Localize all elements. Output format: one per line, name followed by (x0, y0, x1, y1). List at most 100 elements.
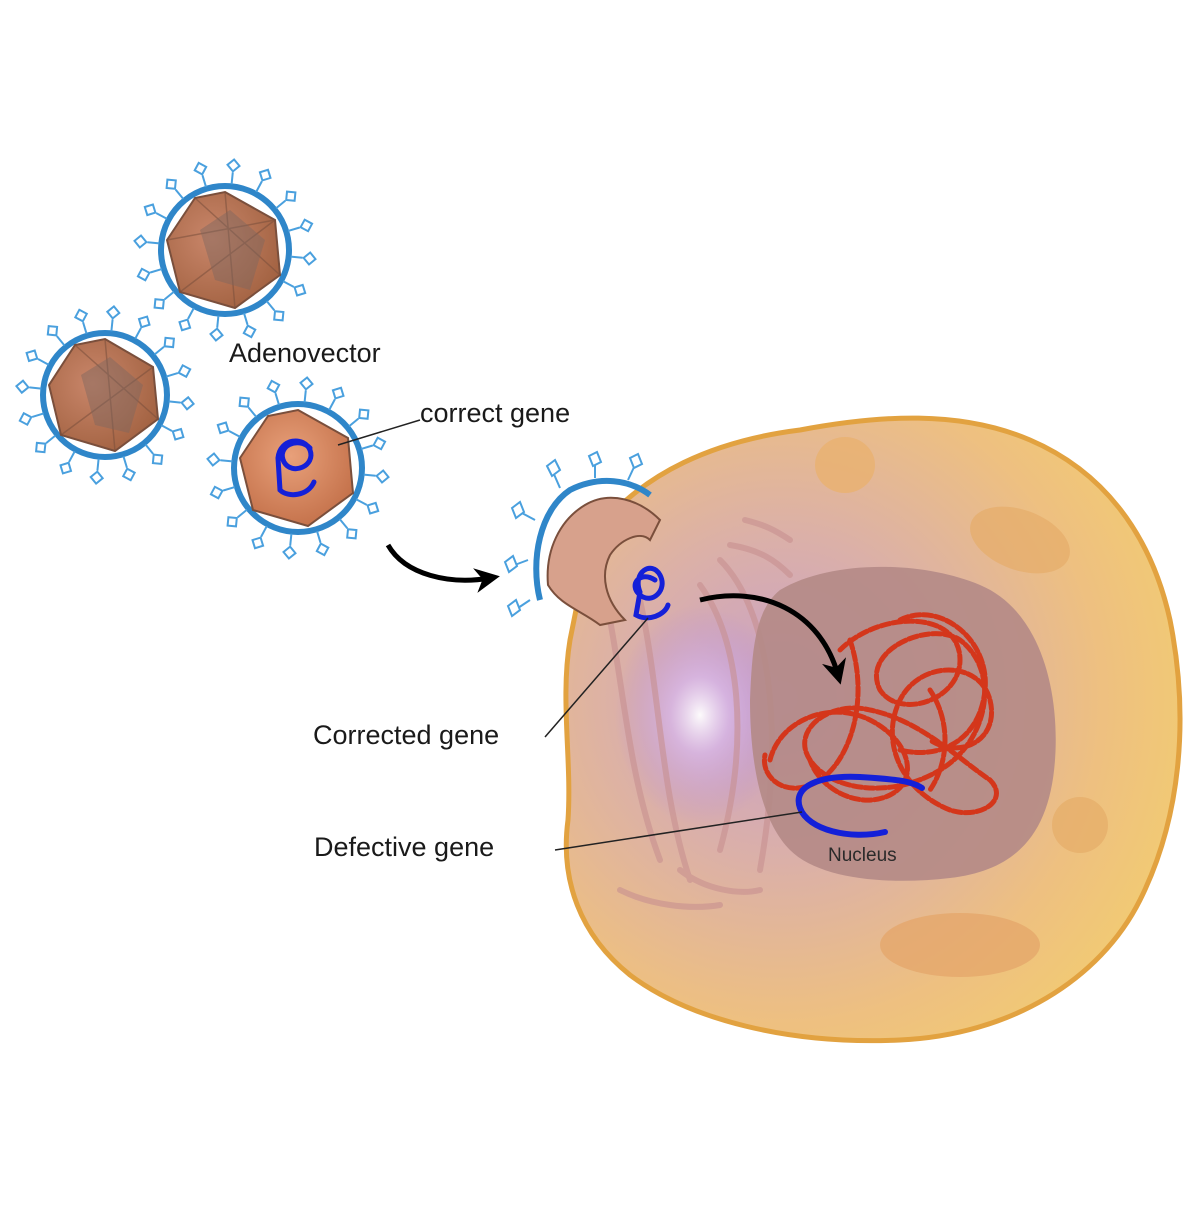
spike-stalk (355, 498, 368, 506)
spike-head (358, 408, 370, 420)
host-cell (563, 415, 1183, 1044)
spike-head (375, 469, 390, 484)
spike-head (105, 304, 121, 320)
spike-head (331, 386, 345, 400)
spike-head (180, 395, 196, 411)
spike-stalk (236, 509, 248, 519)
virus-spikes (133, 158, 317, 342)
spike-stalk (29, 386, 42, 390)
spike-head (299, 218, 314, 233)
label-adenovector: Adenovector (229, 338, 381, 368)
spike-head (193, 161, 208, 176)
spike-stalk (216, 315, 220, 328)
spike-head (143, 203, 157, 217)
leader-corrected-gene (544, 617, 649, 738)
spike-head (258, 168, 272, 182)
spike-stalk (282, 280, 295, 288)
spike-stalk (220, 459, 233, 463)
spike-head (178, 318, 192, 332)
spike-head (46, 325, 59, 337)
spike-stalk (230, 172, 234, 185)
spike-head (282, 545, 297, 560)
spike-stalk (147, 241, 160, 245)
virus-spikes (206, 376, 390, 560)
spike-head (177, 363, 192, 379)
spike-stalk (201, 175, 207, 188)
organelle (815, 437, 875, 493)
spike-head (165, 178, 177, 190)
cytoplasm-glow (615, 605, 785, 825)
spike-stalk (275, 199, 287, 209)
spike-head (366, 501, 380, 515)
spike-stalk (266, 300, 276, 312)
correct-gene-strand (275, 438, 317, 498)
organelle (880, 913, 1040, 977)
entering-adenovector (503, 450, 671, 627)
spike-head (14, 379, 30, 395)
spike-head (242, 324, 257, 339)
nucleus-arrow (699, 593, 847, 685)
label-defective-gene: Defective gene (314, 832, 495, 862)
spike-head (73, 308, 89, 323)
spike-stalk (153, 346, 165, 356)
spike-head (136, 267, 151, 282)
spike-stalk (56, 335, 66, 347)
spike-head (209, 327, 224, 342)
entry-arrow (385, 543, 500, 593)
spike-stalk (165, 372, 179, 378)
spike-stalk (122, 455, 128, 469)
spike-stalk (289, 533, 293, 546)
spike-stalk (290, 255, 303, 259)
organelle (1052, 797, 1108, 853)
spike-head (216, 421, 230, 435)
adenovector-virus (158, 183, 292, 317)
spike-stalk (287, 226, 300, 232)
virus-spikes (14, 304, 196, 486)
label-corrected-gene: Corrected gene (313, 720, 500, 750)
spike-head (25, 349, 39, 363)
adenovector-virus (40, 330, 170, 460)
spike-stalk (187, 307, 195, 320)
spike-stalk (303, 390, 307, 403)
spike-head (315, 542, 330, 557)
spike-stalk (134, 327, 142, 340)
spike-stalk (328, 398, 336, 411)
label-correct-gene: correct gene (420, 398, 571, 428)
spike-stalk (82, 321, 88, 335)
spike-head (266, 379, 281, 394)
spike-head (163, 336, 175, 349)
spike-stalk (110, 319, 114, 332)
spike-head (121, 467, 137, 482)
spike-head (226, 158, 241, 173)
spike-stalk (168, 400, 181, 404)
spike-head (346, 528, 358, 540)
spike-head (209, 485, 224, 500)
spike-head (372, 436, 387, 451)
spike-stalk (68, 450, 76, 463)
label-nucleus: Nucleus (828, 845, 897, 866)
spike-head (59, 461, 73, 475)
organelle (970, 506, 1070, 574)
spike-stalk (247, 406, 257, 418)
spike-head (238, 396, 250, 408)
spike-head (285, 190, 297, 202)
spike-stalk (163, 291, 175, 301)
spike-head (171, 427, 185, 441)
spike-head (251, 536, 265, 550)
spike-head (226, 516, 238, 528)
spike-head (89, 470, 105, 486)
spike-head (302, 251, 317, 266)
spikes (503, 450, 644, 618)
spike-head (206, 452, 221, 467)
spike-stalk (260, 525, 268, 538)
spike-stalk (348, 417, 360, 427)
spike-stalk (223, 486, 236, 492)
spike-stalk (96, 458, 100, 471)
spike-stalk (316, 530, 322, 543)
spike-stalk (144, 443, 154, 455)
spike-stalk (155, 212, 168, 220)
spike-stalk (150, 268, 163, 274)
spike-stalk (255, 180, 263, 193)
spike-head (137, 315, 151, 329)
